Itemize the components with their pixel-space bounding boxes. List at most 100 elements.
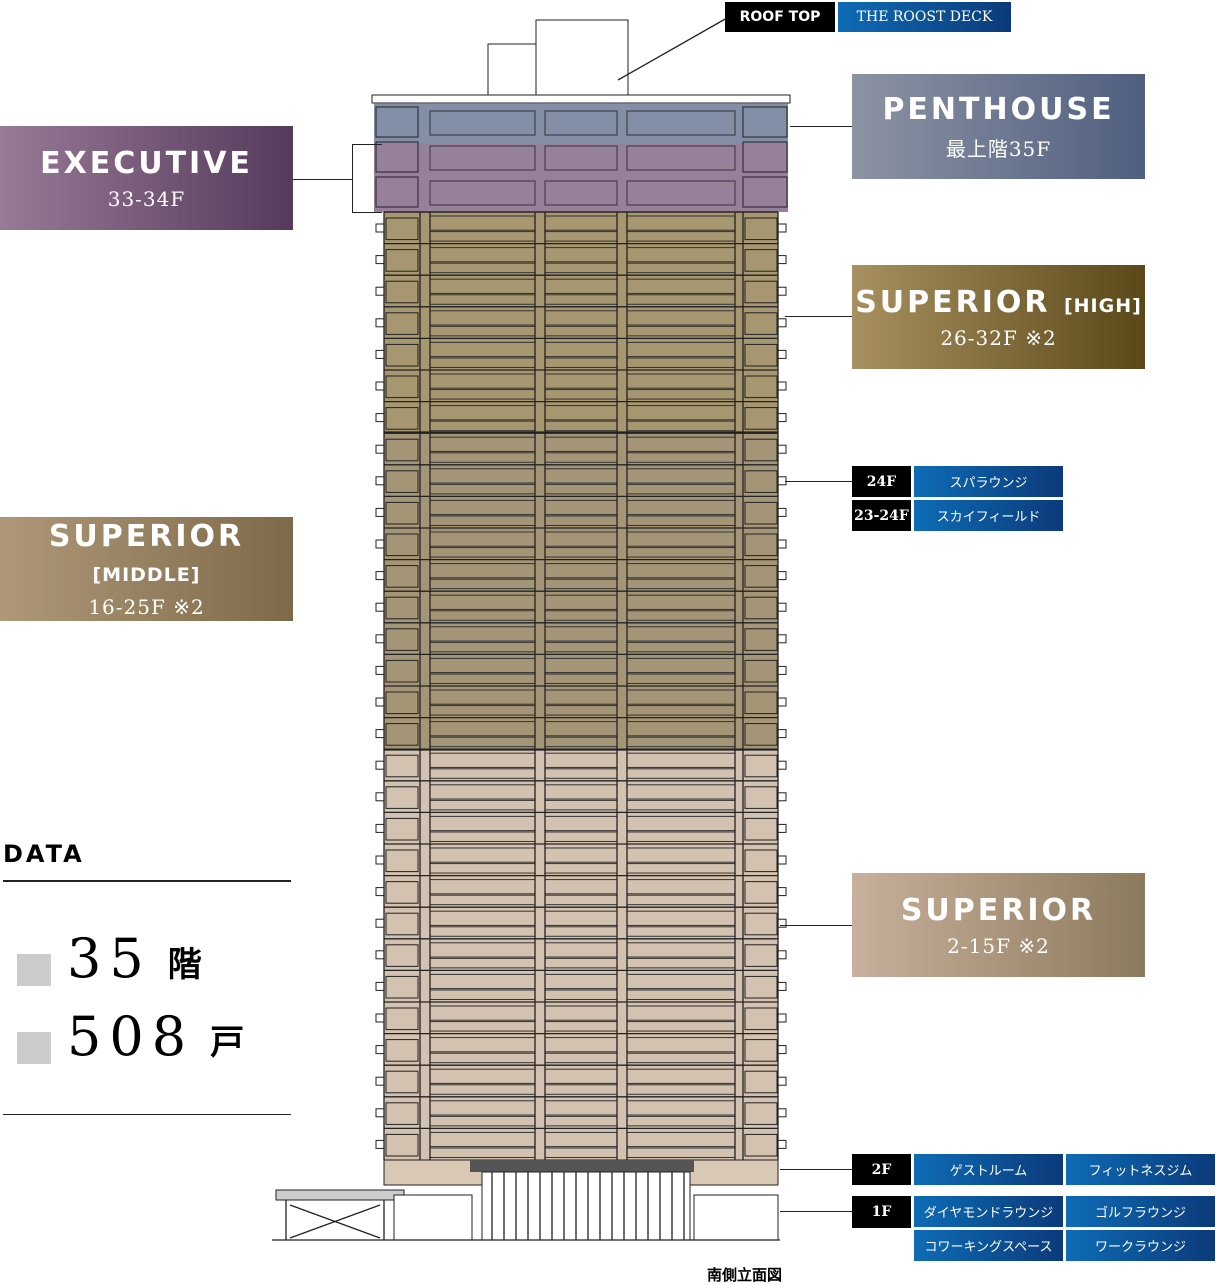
window: [385, 691, 419, 715]
window: [385, 565, 419, 588]
window: [744, 659, 778, 683]
balcony-fin: [375, 602, 385, 612]
facility-guest-room: ゲストルーム: [914, 1154, 1063, 1185]
executive-floors: 33-34F: [107, 186, 186, 211]
window: [385, 407, 419, 430]
drop-off-canopy: [275, 1189, 405, 1201]
zone-superior-low: [384, 750, 778, 1160]
window: [385, 1070, 419, 1094]
window: [744, 881, 778, 904]
balcony-fin: [375, 634, 385, 644]
balcony-fin: [777, 855, 787, 865]
balcony-fin: [777, 1013, 787, 1023]
balcony-fin: [777, 381, 787, 391]
bay-window: [626, 110, 736, 136]
window: [385, 438, 419, 462]
window: [385, 912, 419, 936]
zone-superior-high: [384, 212, 778, 432]
balcony-fin: [777, 413, 787, 423]
window: [744, 407, 778, 430]
entrance-glass: [481, 1171, 691, 1241]
window: [385, 596, 419, 620]
window: [744, 786, 778, 809]
balcony-fin: [375, 823, 385, 833]
window: [744, 628, 778, 651]
balcony-fin: [777, 729, 787, 739]
balcony-fin: [777, 507, 787, 517]
roof-parapet: [371, 94, 791, 104]
facility-fitness-gym: フィットネスジム: [1066, 1154, 1215, 1185]
stat-floors: 35 階: [17, 932, 202, 986]
window: [744, 375, 778, 399]
window: [744, 691, 778, 715]
window: [385, 312, 419, 335]
balcony-fin: [375, 444, 385, 454]
window: [744, 565, 778, 588]
superior-label: SUPERIOR 2-15F ※2: [852, 873, 1145, 977]
balcony-fin: [375, 1013, 385, 1023]
stat-bullet: [17, 1032, 51, 1064]
balcony-fin: [777, 286, 787, 296]
balcony-fin: [777, 444, 787, 454]
balcony-fin: [375, 855, 385, 865]
window: [742, 106, 788, 138]
stat-floors-unit: 階: [167, 945, 202, 986]
window: [385, 659, 419, 683]
balcony-fin: [375, 697, 385, 707]
window: [744, 596, 778, 620]
balcony-fin: [777, 981, 787, 991]
facility-golf-lounge: ゴルフラウンジ: [1066, 1196, 1215, 1227]
superior-middle-floors: 16-25F ※2: [88, 595, 205, 619]
bay-window: [544, 145, 618, 171]
window: [744, 438, 778, 462]
roof-top-label: ROOF TOP: [725, 2, 835, 32]
balcony-fin: [777, 223, 787, 233]
balcony-fin: [777, 823, 787, 833]
window: [385, 754, 419, 778]
balcony-fin: [375, 571, 385, 581]
balcony-fin: [375, 476, 385, 486]
window: [744, 470, 778, 493]
bay-window: [626, 180, 736, 206]
stat-floors-value: 35: [67, 927, 152, 990]
balcony-fin: [777, 665, 787, 675]
balcony-fin: [777, 1045, 787, 1055]
window: [385, 817, 419, 841]
bay-window: [544, 110, 618, 136]
roost-deck-label: THE ROOST DECK: [838, 2, 1011, 32]
stat-units: 508 戸: [17, 1010, 244, 1064]
balcony-fin: [375, 729, 385, 739]
facility-spa-lounge: スパラウンジ: [914, 466, 1063, 497]
window: [385, 786, 419, 809]
window: [385, 533, 419, 557]
bay-window: [429, 180, 536, 206]
bay-window: [429, 145, 536, 171]
balcony-fin: [777, 918, 787, 928]
balcony-fin: [375, 349, 385, 359]
facility-coworking-space: コワーキングスペース: [914, 1230, 1063, 1261]
superior-high-label: SUPERIOR [HIGH] 26-32F ※2: [852, 265, 1145, 369]
balcony-fin: [375, 1045, 385, 1055]
balcony-fin: [375, 539, 385, 549]
balcony-fin: [777, 539, 787, 549]
balcony-fin: [375, 507, 385, 517]
window: [744, 1070, 778, 1094]
stat-bullet: [17, 954, 51, 986]
balcony-fin: [777, 697, 787, 707]
lobby-glass: [393, 1194, 473, 1241]
zone-penthouse: [374, 103, 788, 143]
window: [744, 312, 778, 335]
lobby-glass: [693, 1194, 779, 1241]
balcony-fin: [375, 792, 385, 802]
balcony-fin: [375, 981, 385, 991]
balcony-fin: [777, 1076, 787, 1086]
window: [385, 944, 419, 967]
bay-window: [544, 180, 618, 206]
penthouse-floors: 最上階35F: [945, 136, 1052, 161]
balcony-fin: [375, 381, 385, 391]
window: [385, 501, 419, 525]
balcony-fin: [777, 887, 787, 897]
window: [385, 343, 419, 367]
window: [385, 723, 419, 746]
